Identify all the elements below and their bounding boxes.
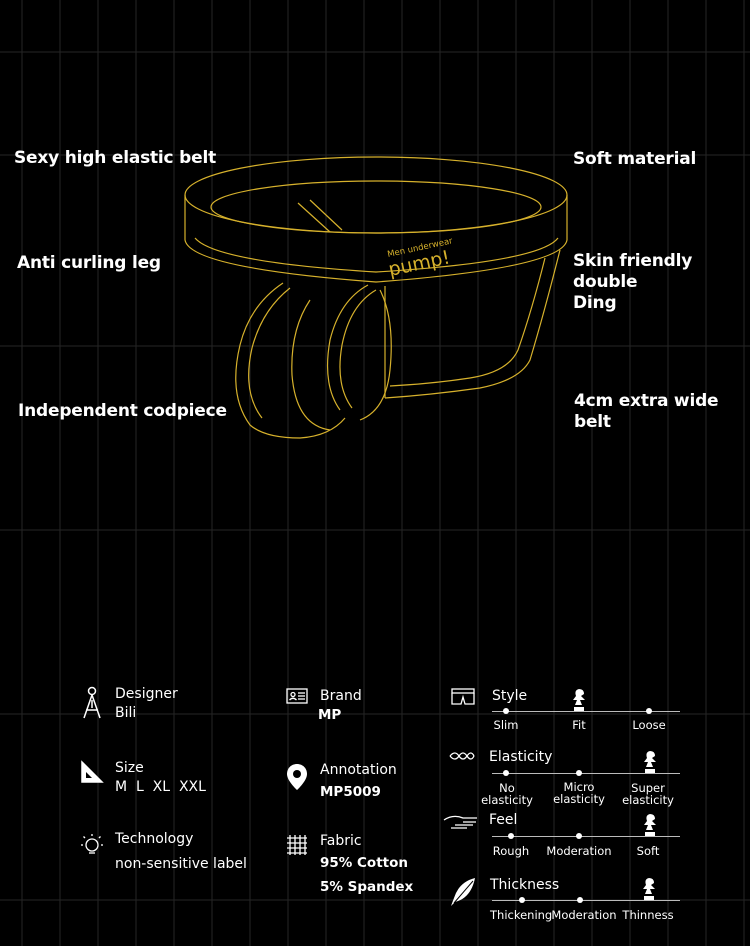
meter-feel-label: Feel <box>489 812 518 828</box>
spec-designer-label: Designer <box>115 686 178 702</box>
meter-elasticity-tick-2-line2: elasticity <box>622 793 674 807</box>
callout-codpiece: Independent codpiece <box>18 401 227 421</box>
spec-size: Size M L XL XXL <box>115 759 206 797</box>
callout-sexy-belt: Sexy high elastic belt <box>14 148 217 168</box>
meter-elasticity-marker-icon <box>644 751 656 773</box>
spec-brand-value: MP <box>318 707 342 723</box>
meter-elasticity-tick-0-line1: No <box>499 781 515 795</box>
spec-fabric-value2: 5% Spandex <box>320 879 414 895</box>
meter-style-track <box>492 711 680 712</box>
meter-feel-tick-0: Rough <box>492 844 530 858</box>
spec-technology: Technology non-sensitive label <box>115 830 247 874</box>
spec-annotation-label: Annotation <box>320 762 397 778</box>
callout-skin-friendly-line1: Skin friendly double <box>573 251 693 292</box>
spec-annotation-value: MP5009 <box>320 784 381 800</box>
spec-fabric-value1: 95% Cotton <box>320 855 408 871</box>
spec-brand-label: Brand <box>320 688 362 704</box>
fabric-grid-icon <box>287 835 307 855</box>
meter-style-tick-1: Fit <box>572 718 586 732</box>
callout-skin-friendly: Skin friendly double Ding <box>573 251 750 314</box>
meter-feel-tick-1: Moderation <box>546 844 612 858</box>
meter-elasticity-tick-2-line1: Super <box>631 781 665 795</box>
elastic-icon <box>449 752 475 760</box>
feather-icon <box>451 878 475 906</box>
spec-designer-value: Bili <box>115 705 137 721</box>
callout-anti-curling: Anti curling leg <box>17 253 161 273</box>
callout-skin-friendly-line2: Ding <box>573 293 617 313</box>
hand-feel-icon <box>443 815 477 829</box>
meter-feel-marker-icon <box>644 814 656 836</box>
meter-style-dot-2 <box>646 708 652 714</box>
meter-thickness-dot-1 <box>577 897 583 903</box>
shorts-icon <box>451 688 475 705</box>
meter-elasticity-tick-2: Super elasticity <box>618 782 678 806</box>
meter-style-tick-0: Slim <box>493 718 519 732</box>
waistband-top-edge <box>184 156 568 234</box>
spec-size-label: Size <box>115 760 144 776</box>
meter-thickness-label: Thickness <box>490 877 560 893</box>
spec-technology-value: non-sensitive label <box>115 856 247 872</box>
meter-style-marker-icon <box>573 689 585 711</box>
meter-thickness-tick-2: Thinness <box>622 908 674 922</box>
meter-elasticity-track <box>492 773 680 774</box>
meter-elasticity-dot-0 <box>503 770 509 776</box>
spec-annotation: Annotation MP5009 <box>320 761 397 804</box>
meter-elasticity-tick-0: No elasticity <box>478 782 536 806</box>
callout-wide-belt: 4cm extra wide belt <box>574 391 719 432</box>
meter-thickness-dot-0 <box>519 897 525 903</box>
spec-brand: Brand MP <box>318 687 362 725</box>
meter-style-dot-0 <box>503 708 509 714</box>
spec-fabric-label: Fabric <box>320 833 362 849</box>
meter-feel-dot-0 <box>508 833 514 839</box>
meter-thickness-marker-icon <box>643 878 655 900</box>
spec-technology-label: Technology <box>115 831 194 847</box>
set-square-icon <box>81 760 104 783</box>
meter-style-tick-2: Loose <box>632 718 666 732</box>
meter-thickness-track <box>492 900 680 901</box>
meter-elasticity-dot-1 <box>576 770 582 776</box>
meter-elasticity-tick-0-line2: elasticity <box>481 793 533 807</box>
spec-size-value: M L XL XXL <box>115 779 206 795</box>
meter-thickness-tick-1: Moderation <box>551 908 617 922</box>
meter-elasticity-label: Elasticity <box>489 749 553 765</box>
meter-elasticity-tick-1: Micro elasticity <box>550 781 608 805</box>
meter-feel-track <box>492 836 680 837</box>
location-pin-icon <box>287 764 307 790</box>
id-card-icon <box>286 688 308 704</box>
meter-elasticity-tick-1-line2: elasticity <box>553 792 605 806</box>
callout-soft-material: Soft material <box>573 149 697 169</box>
meter-thickness-tick-0: Thickening <box>490 908 553 922</box>
meter-feel-tick-2: Soft <box>636 844 660 858</box>
compass-icon <box>83 686 101 719</box>
meter-feel-dot-1 <box>576 833 582 839</box>
meter-elasticity-tick-1-line1: Micro <box>563 780 595 794</box>
meter-style-label: Style <box>492 688 528 704</box>
spec-fabric: Fabric 95% Cotton 5% Spandex <box>320 832 413 899</box>
lightbulb-icon <box>81 834 103 854</box>
spec-designer: Designer Bili <box>115 685 178 723</box>
